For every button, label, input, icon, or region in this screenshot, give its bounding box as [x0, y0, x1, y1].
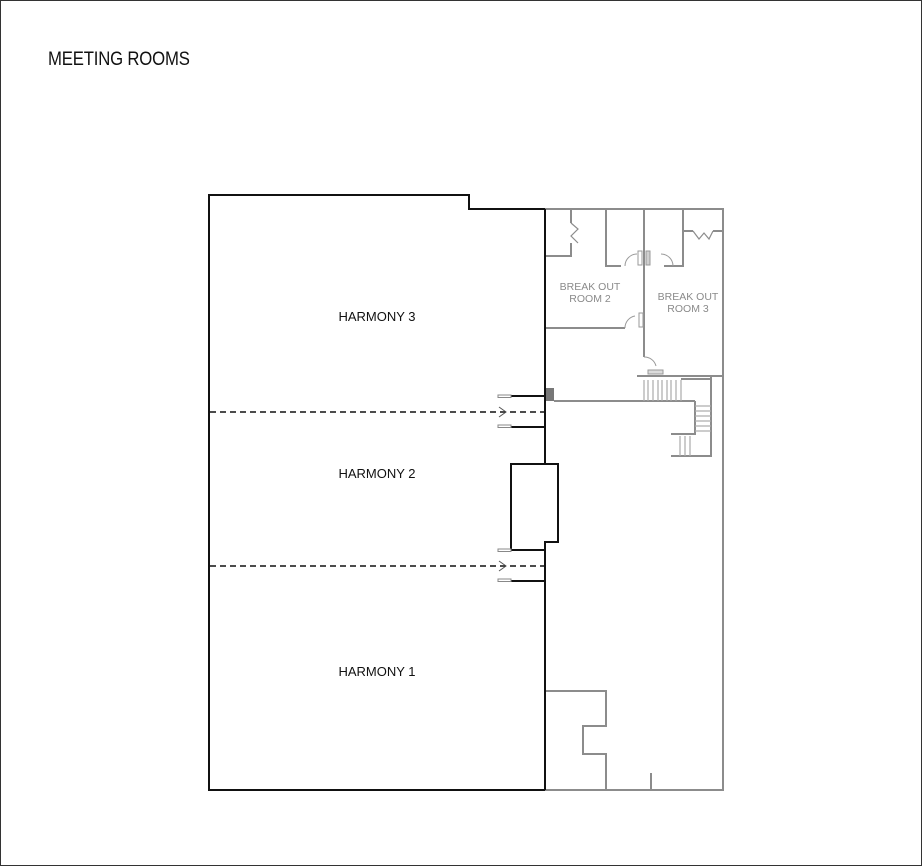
room-label-harmony-1[interactable]: HARMONY 1 [338, 664, 415, 679]
arrow-icon [498, 406, 507, 418]
ballroom-walls [208, 194, 559, 791]
break-out-room-3-line1[interactable]: BREAK OUT [658, 291, 719, 303]
door-leaves [637, 250, 664, 375]
room-label-harmony-2[interactable]: HARMONY 2 [338, 466, 415, 481]
movable-partitions [210, 411, 544, 567]
partition-arrows [498, 406, 507, 572]
room-label-harmony-3[interactable]: HARMONY 3 [338, 309, 415, 324]
service-area-walls [545, 208, 724, 791]
break-out-room-2-line2[interactable]: ROOM 2 [569, 293, 611, 305]
break-out-room-3-line2[interactable]: ROOM 3 [667, 303, 709, 315]
page-title: MEETING ROOMS [48, 49, 190, 70]
door-swings [624, 253, 674, 367]
break-out-room-2-line1[interactable]: BREAK OUT [560, 281, 621, 293]
arrow-icon [498, 560, 507, 572]
entry-door-stubs [497, 394, 512, 582]
staircase [643, 380, 711, 456]
structural-column [546, 388, 554, 401]
